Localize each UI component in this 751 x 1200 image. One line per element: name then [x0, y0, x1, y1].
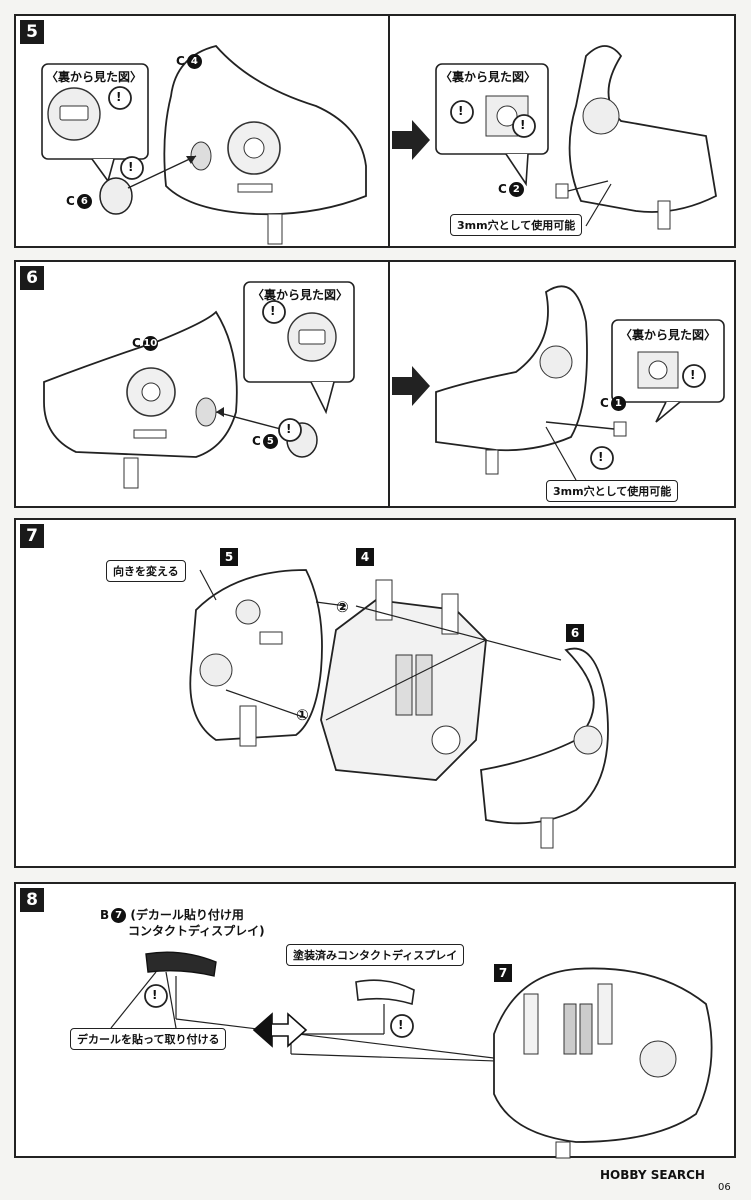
- back-view-label-right: 〈裏から見た図〉: [620, 328, 717, 342]
- warning-icon: !: [116, 90, 122, 104]
- part-number: 4: [186, 54, 202, 69]
- page-number: 06: [718, 1182, 731, 1193]
- order-2-marker: ②: [336, 598, 349, 616]
- part-letter: C: [132, 336, 141, 350]
- panel-divider: [388, 262, 390, 506]
- step-number: 7: [20, 524, 44, 548]
- part-number: 2: [508, 182, 524, 197]
- hole-note: 3mm穴として使用可能: [546, 480, 679, 502]
- warning-icon: !: [690, 368, 696, 382]
- warning-icon: !: [398, 1018, 404, 1032]
- warning-icon: !: [598, 450, 604, 464]
- ref-part-5: 5: [220, 548, 238, 566]
- step-7-panel: 7 向きを変える 5 4 6 ② ①: [14, 518, 736, 868]
- warning-icon: !: [128, 160, 134, 174]
- step-6-illustration: [43, 281, 725, 489]
- step-6-panel: 6 〈裏から見た図〉 !: [14, 260, 736, 508]
- ref-part-7: 7: [494, 964, 512, 982]
- step-7-illustration: [189, 569, 609, 849]
- order-1-marker: ①: [296, 706, 309, 724]
- step-5-panel: 5 〈裏から見た図〉: [14, 14, 736, 248]
- part-number: 5: [262, 434, 278, 449]
- step-number: 8: [20, 888, 44, 912]
- step-number: 5: [20, 20, 44, 44]
- hole-note: 3mm穴として使用可能: [450, 214, 583, 236]
- ref-part-6: 6: [566, 624, 584, 642]
- part-letter: C: [600, 396, 609, 410]
- step-8-illustration: [110, 951, 713, 1159]
- warning-icon: !: [152, 988, 158, 1002]
- step-5-illustration: [41, 44, 717, 245]
- turn-note: 向きを変える: [106, 560, 186, 582]
- step-number: 6: [20, 266, 44, 290]
- part-letter: C: [252, 434, 261, 448]
- part-number: 6: [76, 194, 92, 209]
- part-number: 1: [610, 396, 626, 411]
- back-view-label: 〈裏から見た図〉: [252, 288, 349, 302]
- decal-note: デカールを貼って取り付ける: [70, 1028, 227, 1050]
- back-view-label-right: 〈裏から見た図〉: [440, 70, 537, 84]
- warning-icon: !: [458, 104, 464, 118]
- decal-display-caption: (デカール貼り付け用: [130, 908, 244, 922]
- decal-display-caption-2: コンタクトディスプレイ): [128, 924, 265, 938]
- part-letter: B: [100, 908, 110, 922]
- part-number: 10: [142, 336, 158, 351]
- part-letter: C: [498, 182, 507, 196]
- warning-icon: !: [270, 304, 276, 318]
- part-letter: C: [176, 54, 185, 68]
- panel-divider: [388, 16, 390, 246]
- warning-icon: !: [286, 422, 292, 436]
- part-number: 7: [111, 908, 127, 923]
- warning-icon: !: [520, 118, 526, 132]
- painted-display-note: 塗装済みコンタクトディスプレイ: [286, 944, 465, 966]
- ref-part-4: 4: [356, 548, 374, 566]
- watermark: HOBBY SEARCH: [600, 1168, 705, 1182]
- back-view-label: 〈裏から見た図〉: [46, 70, 143, 84]
- part-letter: C: [66, 194, 75, 208]
